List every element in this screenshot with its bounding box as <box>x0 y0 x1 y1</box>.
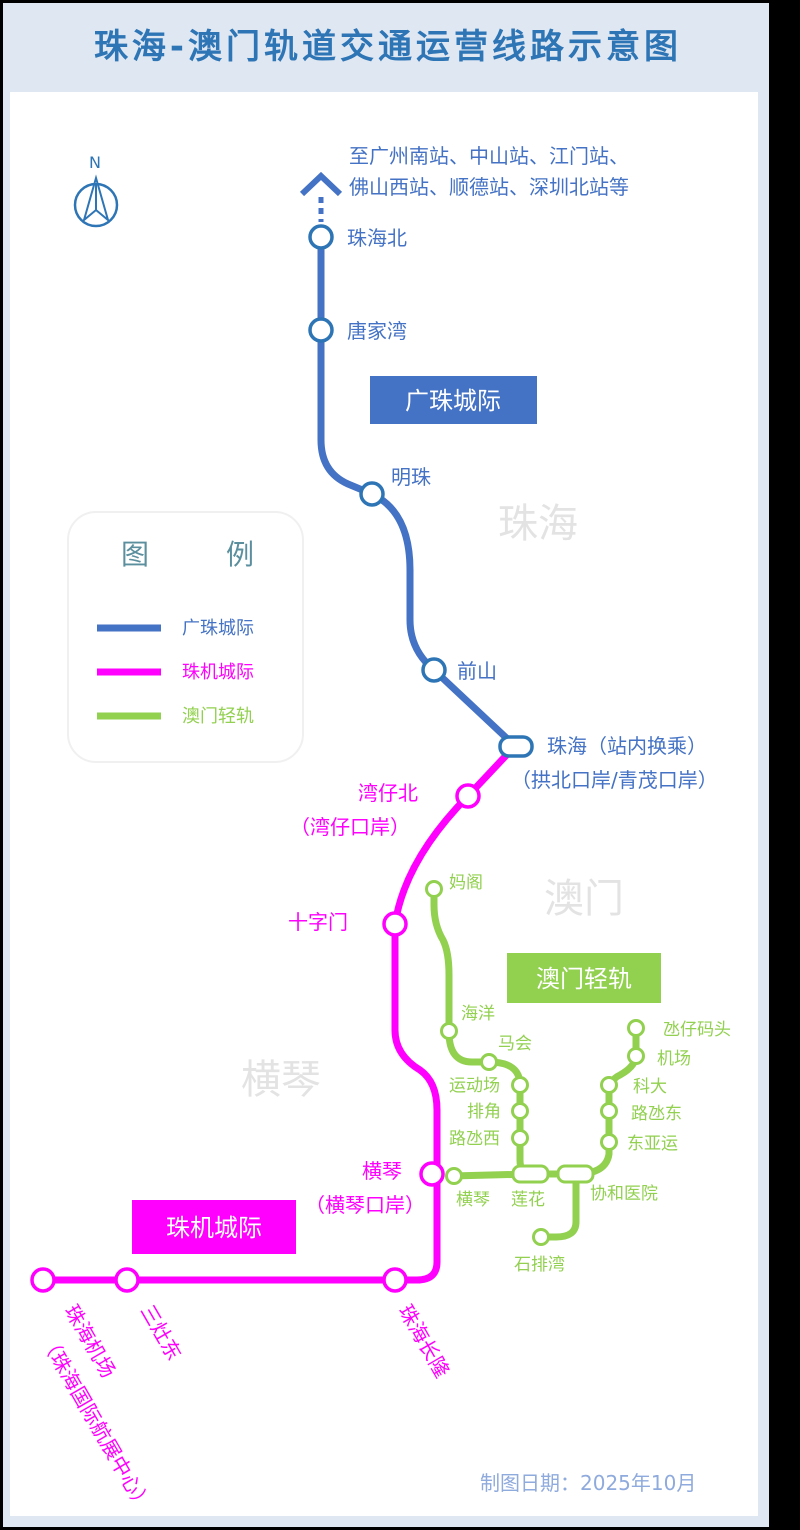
line-guangzhu <box>317 237 518 749</box>
station-yundongchang: 运动场 <box>449 1076 500 1096</box>
station-marker-mingzhu <box>359 481 385 507</box>
station-marker-dangzai <box>627 1019 645 1037</box>
station-marker-keda <box>600 1076 618 1094</box>
map-date: 制图日期：2025年10月 <box>480 1471 696 1495</box>
legend-title-1: 图 <box>121 538 149 571</box>
legend-label-zj: 珠机城际 <box>182 662 254 683</box>
station-shipaiwan: 石排湾 <box>514 1255 565 1275</box>
station-hengqin-mo: 横琴 <box>456 1190 490 1210</box>
station-marker-hengqin-mo <box>445 1167 463 1185</box>
destination-line-1: 至广州南站、中山站、江门站、 <box>349 144 629 168</box>
station-haiyang: 海洋 <box>461 1004 495 1024</box>
compass-label: N <box>89 153 101 172</box>
destination-arrow-icon <box>299 171 343 222</box>
station-marker-changlong <box>382 1267 408 1293</box>
station-marker-airport <box>30 1267 56 1293</box>
station-marker-qianshan <box>421 657 447 683</box>
destination-line-2: 佛山西站、顺德站、深圳北站等 <box>349 175 629 199</box>
station-lianhua: 莲花 <box>511 1190 545 1210</box>
label-box-gz-text: 广珠城际 <box>405 387 501 415</box>
label-box-zj-text: 珠机城际 <box>166 1214 262 1242</box>
station-keda: 科大 <box>633 1077 667 1097</box>
station-zhuhai-ports: （拱北口岸/青茂口岸） <box>511 768 718 792</box>
station-jichang: 机场 <box>657 1049 691 1069</box>
label-box-zj: 珠机城际 <box>132 1200 296 1254</box>
line-zhuji <box>43 743 518 1284</box>
station-marker-shizimen <box>382 911 408 937</box>
station-wanzai-north: 湾仔北 <box>358 781 418 805</box>
station-marker-luhuandong <box>600 1102 618 1120</box>
station-marker-wanzai-north <box>455 783 481 809</box>
station-dangzai: 氹仔码头 <box>663 1020 731 1040</box>
legend-title-2: 例 <box>226 538 254 571</box>
region-label-macau: 澳门 <box>544 876 624 922</box>
station-marker-sanzaodong <box>114 1267 140 1293</box>
station-changlong: 珠海长隆 <box>394 1301 455 1382</box>
region-label-hengqin: 横琴 <box>241 1057 321 1103</box>
station-marker-lianhua <box>511 1164 550 1184</box>
station-marker-jichang <box>627 1047 645 1065</box>
station-marker-xiehe <box>556 1164 595 1184</box>
station-xiehe: 协和医院 <box>590 1184 658 1204</box>
station-marker-mage <box>425 880 443 898</box>
legend: 图 例 广珠城际 珠机城际 澳门轻轨 <box>67 511 304 763</box>
station-sanzaodong: 三灶东 <box>136 1301 187 1365</box>
station-marker-shipaiwan <box>532 1228 550 1246</box>
station-qianshan: 前山 <box>457 659 497 683</box>
station-shizimen: 十字门 <box>288 910 348 934</box>
station-paijiao: 排角 <box>467 1102 501 1122</box>
station-marker-yundongchang <box>511 1076 529 1094</box>
station-zhuhai: 珠海（站内换乘） <box>547 734 707 758</box>
region-label-zhuhai: 珠海 <box>498 501 578 547</box>
station-wanzai-north-port: （湾仔口岸） <box>290 815 410 839</box>
north-compass-icon: N <box>73 153 119 228</box>
station-marker-dongyayun <box>600 1133 618 1151</box>
station-hengqin-zj-port: （横琴口岸） <box>305 1193 425 1217</box>
station-mahui: 马会 <box>498 1034 532 1054</box>
station-mingzhu: 明珠 <box>391 465 431 489</box>
station-luhuandong: 路氹东 <box>631 1104 682 1124</box>
station-marker-mahui <box>480 1053 498 1071</box>
station-marker-paijiao <box>511 1102 529 1120</box>
map-title: 珠海-澳门轨道交通运营线路示意图 <box>94 27 682 67</box>
station-dongyayun: 东亚运 <box>627 1134 678 1154</box>
station-marker-tangjiawan <box>308 317 334 343</box>
label-box-gz: 广珠城际 <box>370 376 537 424</box>
station-zhuhai-north: 珠海北 <box>347 226 407 250</box>
legend-label-mo: 澳门轻轨 <box>182 706 254 727</box>
station-luhuanxi: 路氹西 <box>449 1129 500 1149</box>
legend-label-gz: 广珠城际 <box>182 618 254 639</box>
label-box-mo: 澳门轻轨 <box>507 953 661 1003</box>
station-marker-hengqin-zj <box>419 1161 445 1187</box>
station-marker-zhuhai-north <box>308 224 334 250</box>
station-marker-luhuanxi <box>511 1129 529 1147</box>
station-hengqin-zj: 横琴 <box>362 1159 402 1183</box>
station-marker-zhuhai <box>498 735 534 758</box>
station-tangjiawan: 唐家湾 <box>347 319 407 343</box>
label-box-mo-text: 澳门轻轨 <box>536 965 632 993</box>
station-marker-haiyang <box>440 1022 458 1040</box>
station-mage: 妈阁 <box>449 873 483 893</box>
